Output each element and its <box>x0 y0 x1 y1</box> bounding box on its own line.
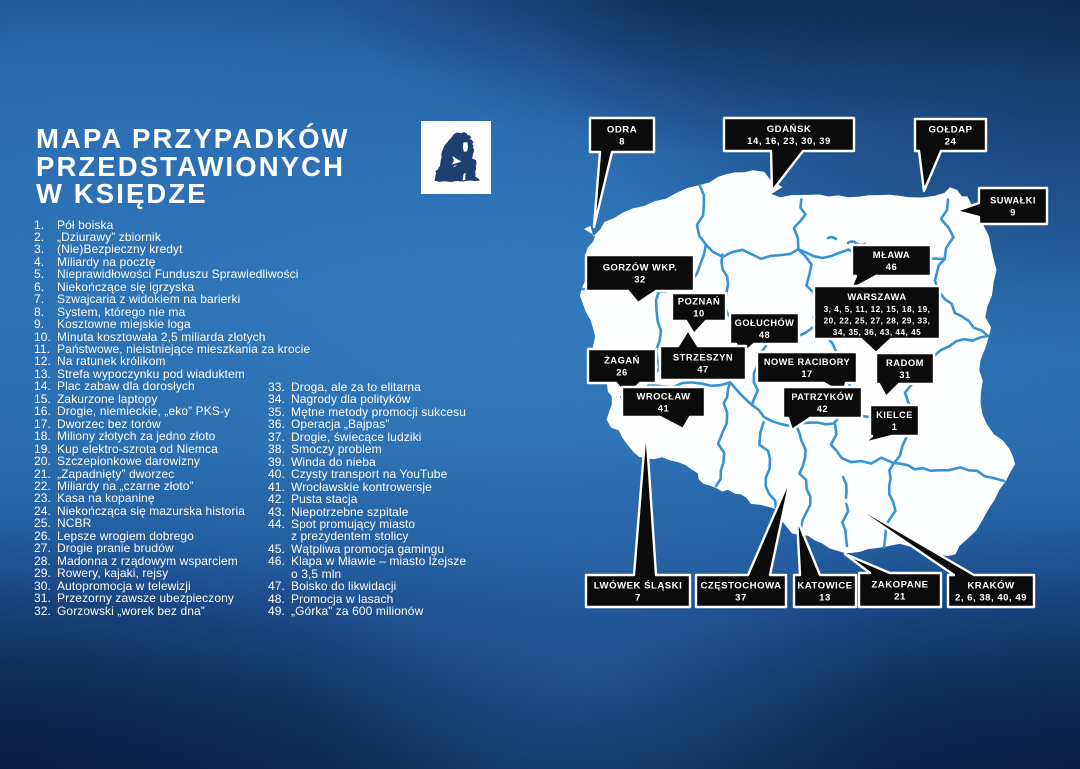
svg-text:20, 22, 25, 27, 28, 29, 33,: 20, 22, 25, 27, 28, 29, 33, <box>824 317 931 326</box>
svg-text:37: 37 <box>735 593 747 604</box>
svg-text:GOŁUCHÓW: GOŁUCHÓW <box>735 317 795 328</box>
svg-text:RADOM: RADOM <box>886 357 924 368</box>
svg-text:POZNAŃ: POZNAŃ <box>678 296 721 307</box>
svg-text:MŁAWA: MŁAWA <box>873 249 910 260</box>
svg-text:7: 7 <box>635 593 641 604</box>
svg-text:STRZESZYN: STRZESZYN <box>673 352 733 363</box>
svg-text:GORZÓW WKP.: GORZÓW WKP. <box>603 262 678 273</box>
svg-text:3, 4, 5, 11, 12, 15, 18, 19,: 3, 4, 5, 11, 12, 15, 18, 19, <box>824 305 931 314</box>
svg-text:1: 1 <box>892 422 898 432</box>
svg-text:46: 46 <box>886 261 897 272</box>
svg-text:8: 8 <box>619 137 625 148</box>
svg-text:ŻAGAŃ: ŻAGAŃ <box>604 355 640 366</box>
svg-text:17: 17 <box>801 369 812 379</box>
svg-text:WROCŁAW: WROCŁAW <box>636 391 690 402</box>
svg-text:42: 42 <box>817 404 828 414</box>
svg-text:14, 16, 23, 30, 39: 14, 16, 23, 30, 39 <box>747 136 831 147</box>
svg-text:WARSZAWA: WARSZAWA <box>847 291 906 302</box>
svg-text:48: 48 <box>759 330 770 340</box>
svg-text:LWÓWEK ŚLĄSKI: LWÓWEK ŚLĄSKI <box>594 580 683 592</box>
svg-text:21: 21 <box>894 592 906 603</box>
svg-text:10: 10 <box>693 308 704 319</box>
svg-text:GOŁDAP: GOŁDAP <box>928 125 972 136</box>
svg-text:2, 6, 38, 40, 49: 2, 6, 38, 40, 49 <box>955 593 1027 604</box>
svg-text:24: 24 <box>945 137 957 148</box>
svg-text:ZAKOPANE: ZAKOPANE <box>871 580 928 591</box>
svg-text:41: 41 <box>658 403 669 414</box>
svg-text:CZĘSTOCHOWA: CZĘSTOCHOWA <box>700 581 781 592</box>
svg-text:9: 9 <box>1010 208 1016 218</box>
svg-text:KIELCE: KIELCE <box>876 410 913 420</box>
svg-text:32: 32 <box>634 274 645 285</box>
svg-text:13: 13 <box>819 593 831 604</box>
svg-text:GDAŃSK: GDAŃSK <box>767 123 812 135</box>
svg-text:PATRZYKÓW: PATRZYKÓW <box>791 391 853 402</box>
svg-text:ODRA: ODRA <box>607 125 637 136</box>
svg-text:SUWAŁKI: SUWAŁKI <box>990 196 1036 206</box>
svg-text:NOWE RACIBORY: NOWE RACIBORY <box>764 357 850 367</box>
svg-text:31: 31 <box>899 369 910 380</box>
svg-text:KATOWICE: KATOWICE <box>797 581 852 592</box>
svg-text:26: 26 <box>616 367 627 378</box>
svg-text:47: 47 <box>697 364 708 375</box>
svg-text:KRAKÓW: KRAKÓW <box>967 580 1015 592</box>
svg-text:34, 35, 36, 43, 44, 45: 34, 35, 36, 43, 44, 45 <box>833 328 921 337</box>
